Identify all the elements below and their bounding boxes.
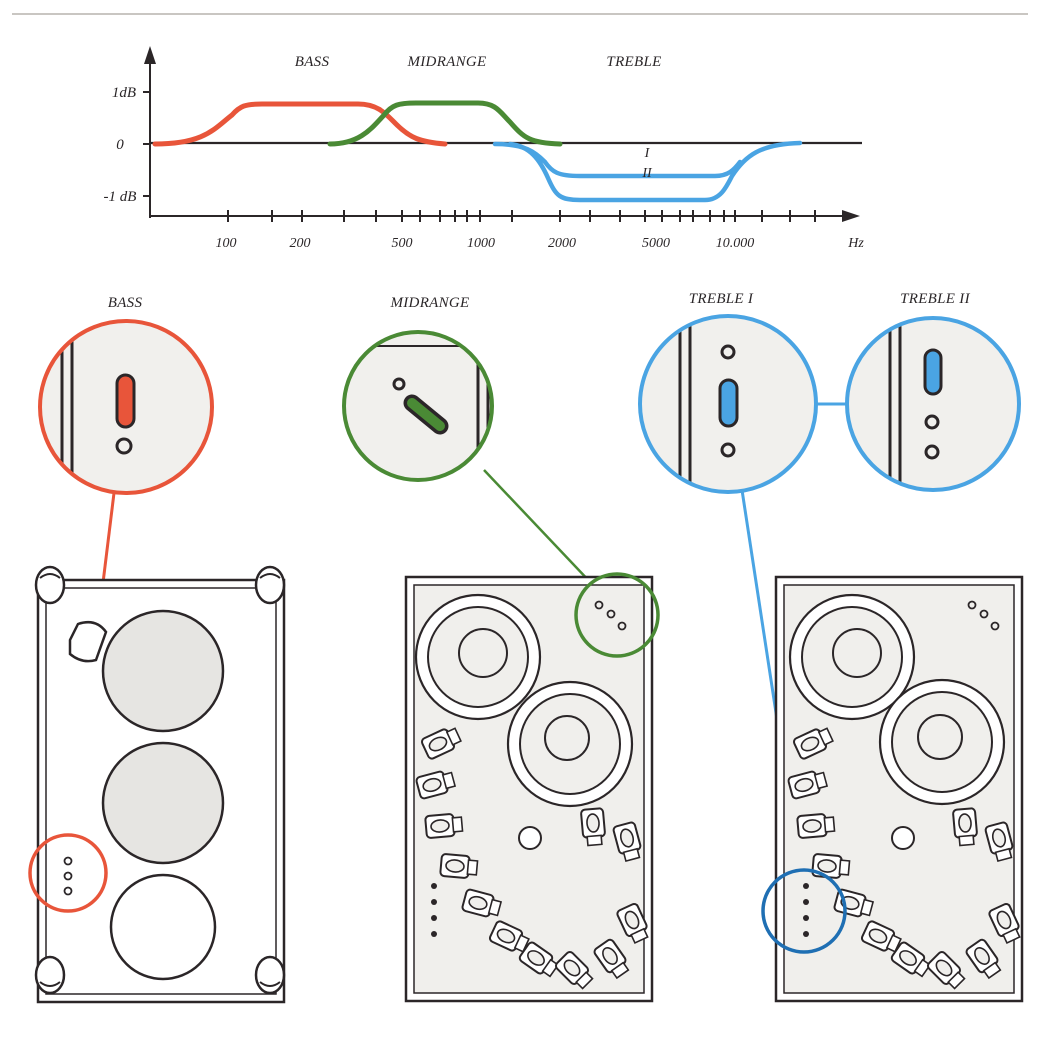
graph-label-midrange: MIDRANGE	[406, 54, 486, 70]
tweeter-horn	[890, 941, 932, 978]
woofer-driver	[788, 593, 916, 721]
midrange-driver	[878, 678, 1006, 806]
treble-curve-two	[507, 140, 803, 203]
tweeter-horn	[796, 813, 836, 839]
panel-label-bass: BASS	[108, 295, 143, 311]
bass-driver	[101, 741, 225, 865]
midrange-driver	[506, 680, 634, 808]
tweeter-horn	[518, 941, 560, 978]
midrange-switch-dot	[392, 377, 406, 391]
x-tick-label: 10.000	[716, 236, 755, 251]
tweeter-horn	[952, 807, 978, 847]
treble-cabinet	[774, 575, 1024, 1003]
treble-one-switch-knob	[718, 378, 739, 428]
y-tick-plus-one: 1dB	[112, 85, 136, 101]
bass-magnifier	[38, 319, 214, 495]
panel-label-midrange: MIDRANGE	[389, 295, 469, 311]
midrange-curve	[327, 100, 563, 147]
tweeter-horn	[420, 727, 462, 760]
midrange-cabinet	[404, 575, 654, 1003]
bass-curve	[152, 101, 448, 147]
tweeter-horn	[488, 920, 530, 953]
tweeter-horn	[415, 770, 457, 800]
treble-curve-one	[492, 141, 743, 179]
bass-cabinet-caster	[34, 565, 66, 605]
bass-switch-knob	[115, 373, 136, 429]
treble-two-bottom-dot	[924, 444, 940, 460]
panel-label-treble-one: TREBLE I	[689, 291, 754, 307]
x-tick-label: 5000	[642, 236, 670, 251]
bass-port-cup	[68, 621, 108, 663]
tweeter-horn	[612, 821, 642, 863]
tweeter-horn	[988, 902, 1021, 944]
treble-switch-highlight	[761, 868, 847, 954]
midrange-magnifier	[342, 330, 494, 482]
bass-cabinet-caster	[34, 955, 66, 995]
tweeter-horn	[554, 950, 594, 990]
treble-one-bottom-dot	[720, 442, 736, 458]
tweeter-array	[787, 727, 1021, 990]
tweeter-horn	[792, 727, 834, 760]
x-tick-label: 2000	[548, 236, 576, 251]
bass-driver	[101, 609, 225, 733]
tweeter-horn	[787, 770, 829, 800]
curve-label-two: II	[641, 166, 653, 181]
graph-axes	[143, 46, 860, 222]
tweeter-horn	[424, 813, 464, 839]
panel-label-treble-two: TREBLE II	[900, 291, 970, 307]
tweeter-horn	[461, 888, 503, 918]
x-axis-unit: Hz	[847, 236, 864, 251]
bass-cabinet-caster	[254, 565, 286, 605]
tweeter-horn	[926, 950, 966, 990]
x-tick-label: 200	[290, 236, 311, 251]
treble-two-switch-knob	[923, 348, 943, 396]
tweeter-horn	[593, 938, 630, 980]
tweeter-horn	[616, 902, 649, 944]
graph-label-bass: BASS	[295, 54, 330, 70]
midrange-switch-knob	[407, 398, 445, 431]
curve-label-one: I	[644, 146, 651, 161]
tweeter-array	[415, 727, 649, 990]
treble-two-middle-dot	[924, 414, 940, 430]
x-axis-ticks	[227, 210, 816, 222]
bass-switch-dot	[115, 437, 133, 455]
x-tick-label: 500	[392, 236, 413, 251]
treble-two-magnifier	[845, 316, 1021, 492]
midrange-switch-highlight	[574, 572, 660, 658]
tweeter-horn	[580, 807, 606, 847]
x-tick-label: 100	[216, 236, 237, 251]
tweeter-horn	[965, 938, 1002, 980]
treble-one-top-dot	[720, 344, 736, 360]
frequency-response-graph: BASS MIDRANGE TREBLE 1dB 0 -1 dB 100 200…	[104, 46, 864, 251]
woofer-driver	[414, 593, 542, 721]
treble-one-magnifier	[638, 314, 818, 494]
bass-switch-highlight	[28, 833, 108, 913]
bass-cabinet	[34, 565, 286, 1004]
bass-cabinet-caster	[254, 955, 286, 995]
graph-label-treble: TREBLE	[606, 54, 661, 70]
tweeter-horn	[984, 821, 1014, 863]
y-tick-zero: 0	[116, 137, 124, 153]
tweeter-horn	[439, 853, 479, 879]
bass-passive-radiator	[109, 873, 217, 981]
y-tick-minus-one: -1 dB	[104, 189, 137, 205]
midrange-callout-line	[483, 469, 593, 585]
x-tick-label: 1000	[467, 236, 495, 251]
tweeter-horn	[860, 920, 902, 953]
